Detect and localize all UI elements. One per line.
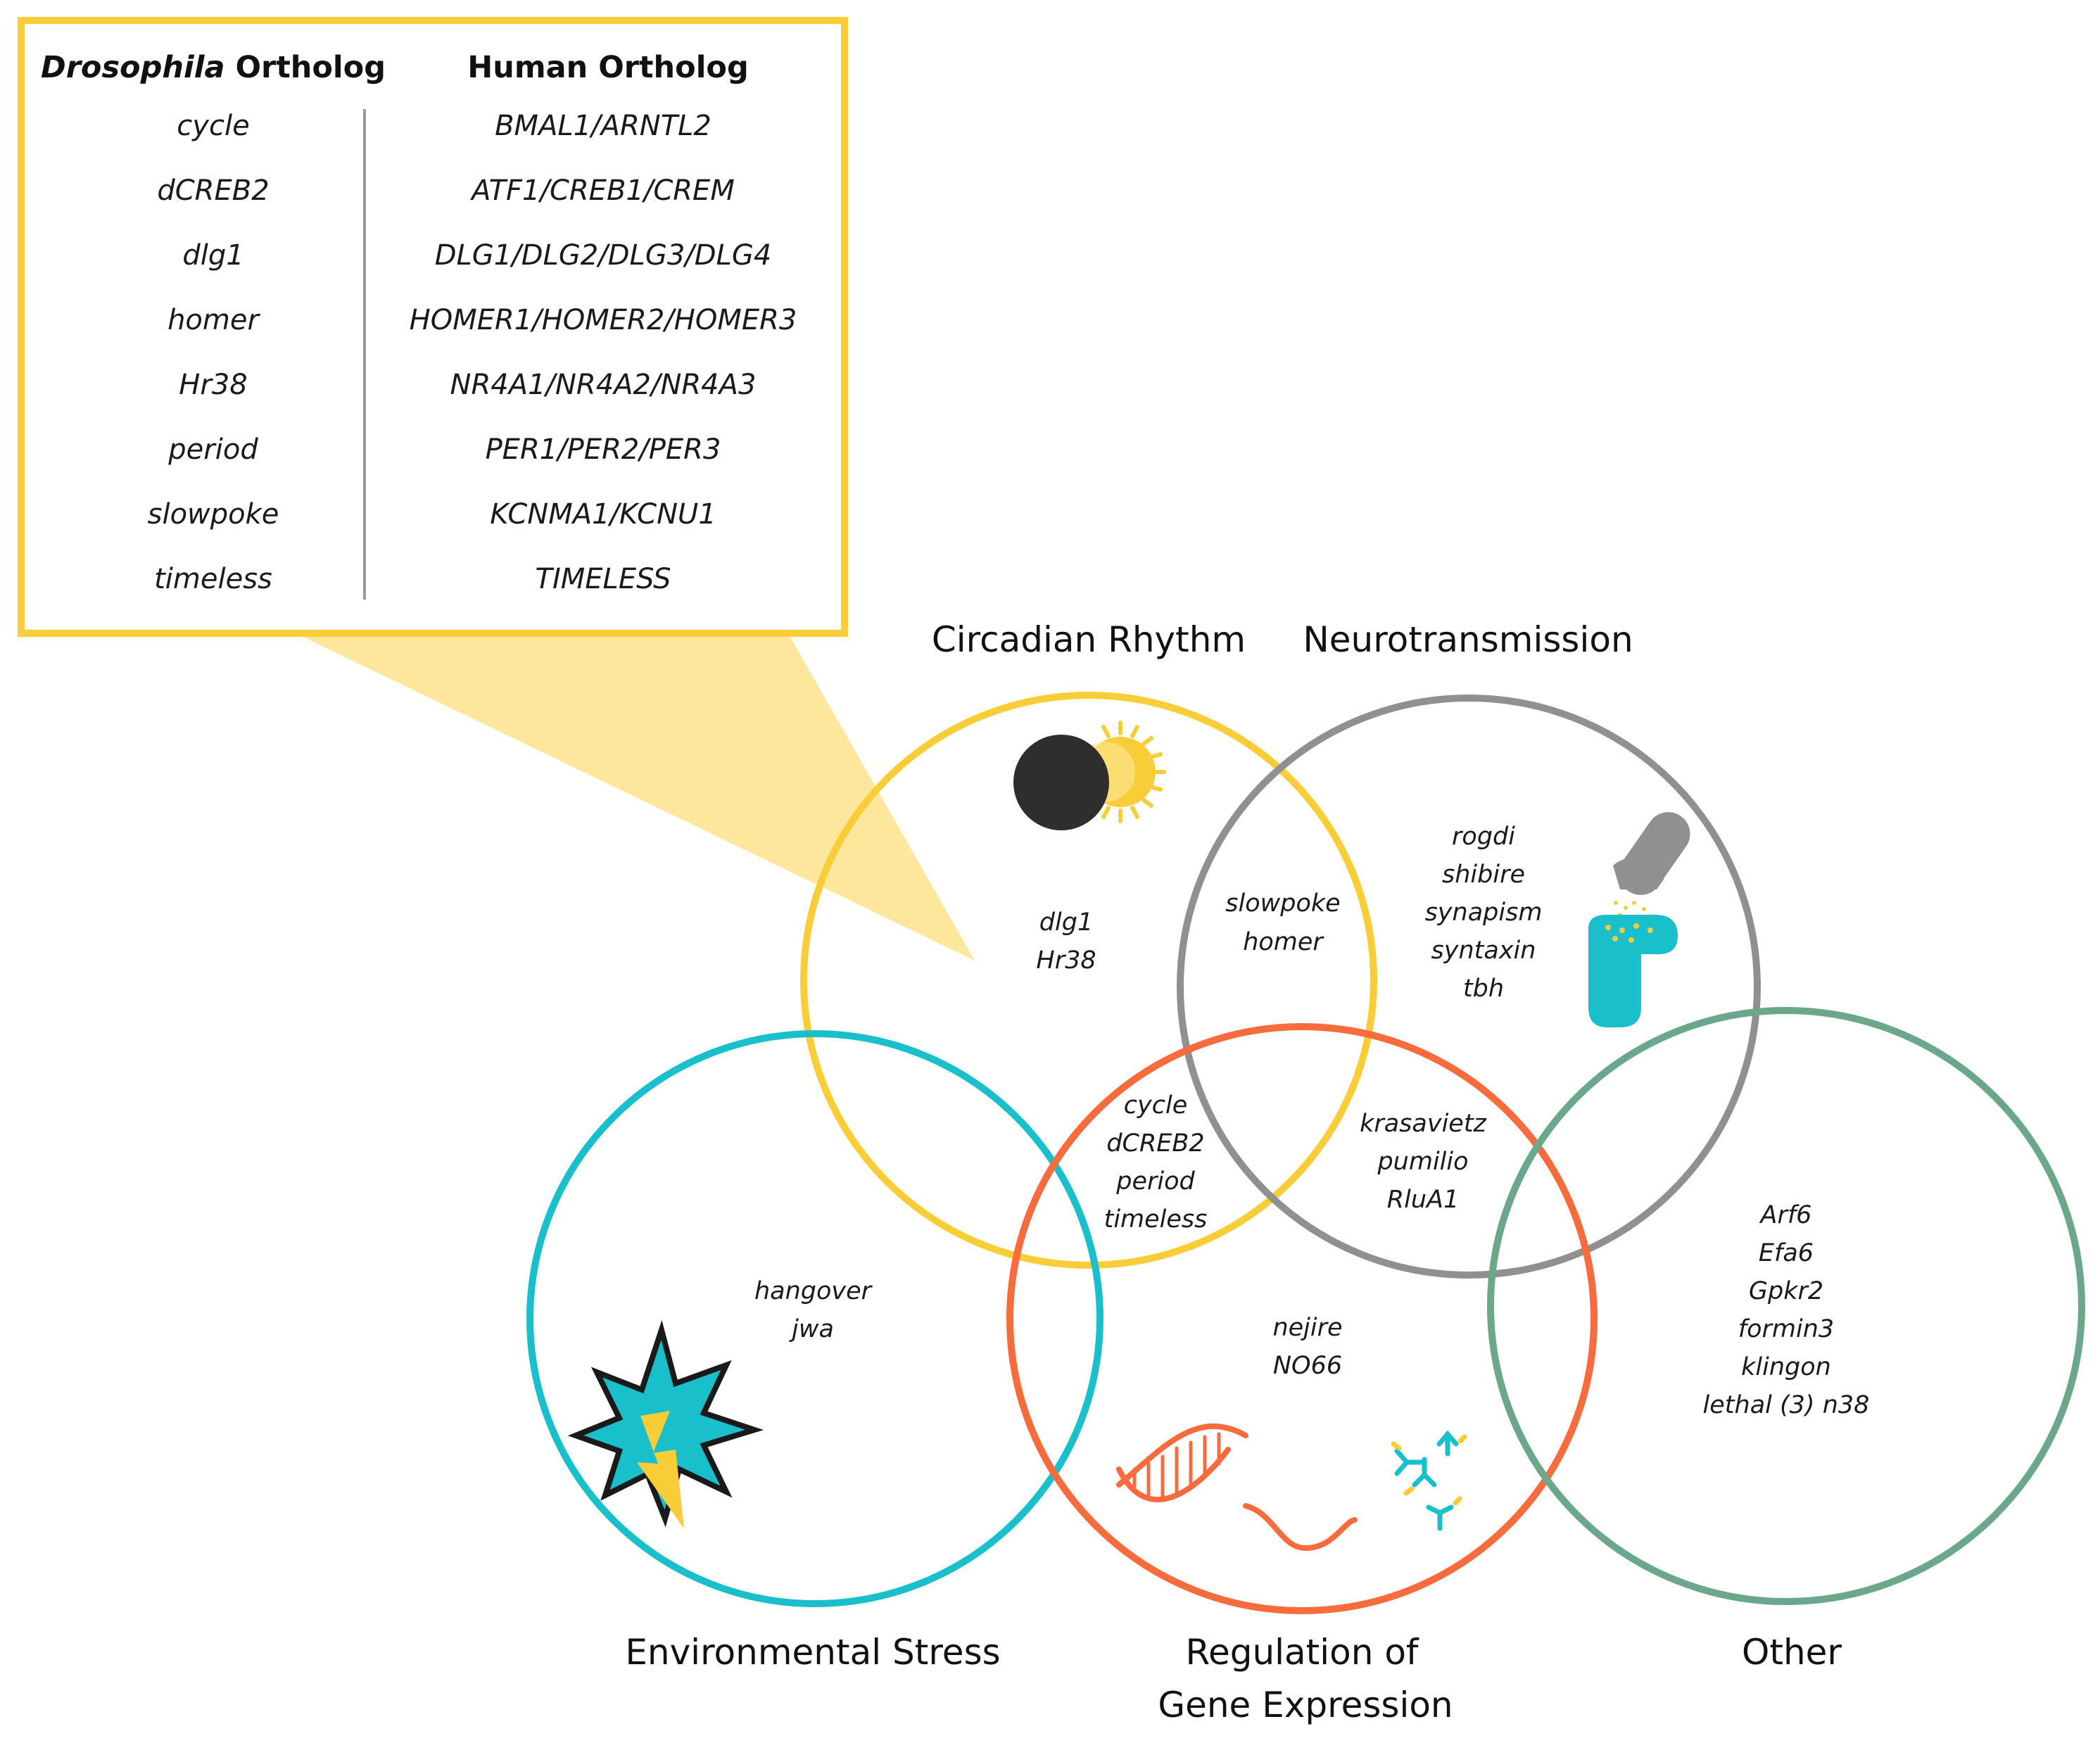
region-other-only: Arf6 Efa6 Gpkr2 formin3 klingon lethal (…	[1703, 1201, 1870, 1419]
gene-label: hangover	[754, 1277, 873, 1305]
dropper-icon	[1588, 812, 1690, 1027]
table-row-human: KCNMA1/KCNU1	[490, 498, 716, 531]
gene-label: NO66	[1273, 1352, 1342, 1380]
gene-label: dCREB2	[1106, 1129, 1204, 1158]
gene-label: tbh	[1463, 975, 1504, 1003]
table-row-human: PER1/PER2/PER3	[486, 433, 721, 466]
explosion-icon	[567, 1319, 764, 1528]
gene-label: shibire	[1442, 861, 1525, 889]
table-row-human: DLG1/DLG2/DLG3/DLG4	[435, 239, 772, 272]
table-row-fly: dCREB2	[157, 175, 269, 207]
circle-circadian-rhythm	[800, 692, 1377, 1269]
antibody-icon	[1391, 1430, 1467, 1531]
circle-gene-expression	[1006, 1023, 1598, 1614]
region-neuro-only: rogdi shibire synapism syntaxin tbh	[1425, 823, 1543, 1003]
table-row-human: TIMELESS	[536, 563, 671, 595]
label-gene-expression: Gene Expression	[1158, 1685, 1453, 1725]
table-row-human: HOMER1/HOMER2/HOMER3	[410, 304, 797, 336]
gene-label: Arf6	[1759, 1201, 1812, 1229]
circle-environmental-stress	[526, 1030, 1103, 1607]
eclipse-icon	[1013, 721, 1166, 830]
gene-label: dlg1	[1039, 908, 1093, 937]
table-header-drosophila: Drosophila Ortholog	[41, 50, 386, 85]
region-circadian-neuro: slowpoke homer	[1225, 889, 1340, 956]
table-row-fly: timeless	[154, 563, 272, 595]
gene-label: homer	[1243, 928, 1324, 956]
label-other: Other	[1742, 1632, 1842, 1673]
rna-icon	[1243, 1503, 1358, 1552]
gene-label: slowpoke	[1225, 889, 1340, 918]
gene-label: formin3	[1738, 1315, 1834, 1343]
callout-wedge	[296, 633, 975, 961]
table-row-human: ATF1/CREB1/CREM	[469, 175, 735, 207]
gene-label: jwa	[789, 1315, 834, 1343]
region-neuro-gene-expression: krasavietz pumilio RluA1	[1360, 1110, 1486, 1214]
table-row-fly: slowpoke	[148, 498, 279, 531]
ortholog-table-box	[18, 17, 848, 637]
gene-label: Efa6	[1759, 1239, 1814, 1267]
table-row-fly: period	[167, 433, 258, 466]
region-circadian-only: dlg1 Hr38	[1036, 908, 1096, 975]
circle-neurotransmission	[1177, 695, 1761, 1279]
table-rows: cycle BMAL1/ARNTL2 dCREB2 ATF1/CREB1/CRE…	[148, 110, 797, 595]
region-environmental-stress-only: hangover jwa	[754, 1277, 873, 1343]
label-neurotransmission: Neurotransmission	[1303, 619, 1633, 660]
region-gene-expression-only: nejire NO66	[1272, 1314, 1342, 1380]
dna-icon	[1116, 1424, 1248, 1502]
label-gene-expression: Regulation of	[1185, 1632, 1419, 1673]
table-row-human: NR4A1/NR4A2/NR4A3	[450, 369, 757, 401]
gene-label: timeless	[1104, 1205, 1208, 1234]
table-row-fly: dlg1	[182, 239, 243, 272]
circle-other	[1487, 1007, 2085, 1605]
gene-label: period	[1115, 1167, 1195, 1196]
gene-label: cycle	[1124, 1091, 1187, 1120]
label-circadian-rhythm: Circadian Rhythm	[932, 619, 1246, 660]
gene-label: Hr38	[1036, 946, 1096, 975]
table-header-human: Human Ortholog	[467, 50, 749, 85]
gene-label: synapism	[1425, 899, 1543, 927]
table-row-fly: homer	[167, 304, 260, 336]
gene-label: lethal (3) n38	[1703, 1391, 1870, 1419]
gene-label: krasavietz	[1360, 1110, 1486, 1138]
gene-label: nejire	[1272, 1314, 1342, 1342]
gene-label: syntaxin	[1431, 937, 1536, 965]
gene-label: rogdi	[1452, 823, 1515, 851]
gene-label: klingon	[1741, 1353, 1831, 1381]
region-circadian-gene-expression: cycle dCREB2 period timeless	[1104, 1091, 1208, 1234]
table-row-human: BMAL1/ARNTL2	[495, 110, 711, 142]
gene-label: RluA1	[1387, 1186, 1459, 1214]
gene-label: Gpkr2	[1749, 1277, 1823, 1305]
label-environmental-stress: Environmental Stress	[625, 1632, 1000, 1673]
gene-label: pumilio	[1377, 1148, 1468, 1176]
table-row-fly: Hr38	[179, 369, 247, 401]
table-row-fly: cycle	[177, 110, 249, 142]
